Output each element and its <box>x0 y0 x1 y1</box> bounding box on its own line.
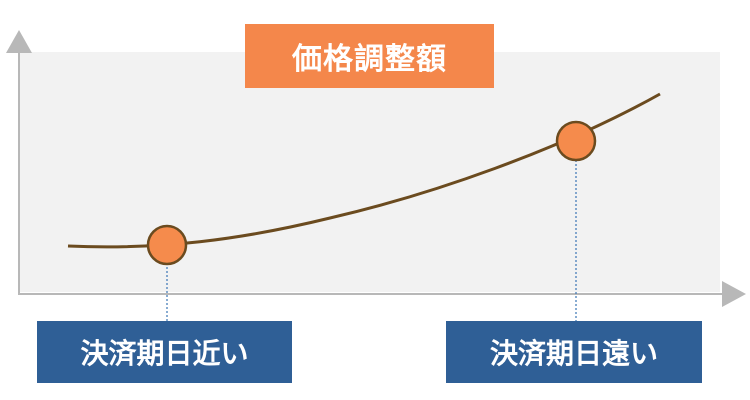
price-adjustment-title: 価格調整額 <box>245 24 494 88</box>
near-point <box>146 224 188 266</box>
far-settlement-label: 決済期日遠い <box>446 321 702 383</box>
near-settlement-label: 決済期日近い <box>37 321 292 383</box>
y-axis-arrow-icon <box>6 30 32 53</box>
plot-area <box>20 52 720 292</box>
far-point <box>555 120 597 162</box>
x-axis-arrow-icon <box>722 281 746 307</box>
